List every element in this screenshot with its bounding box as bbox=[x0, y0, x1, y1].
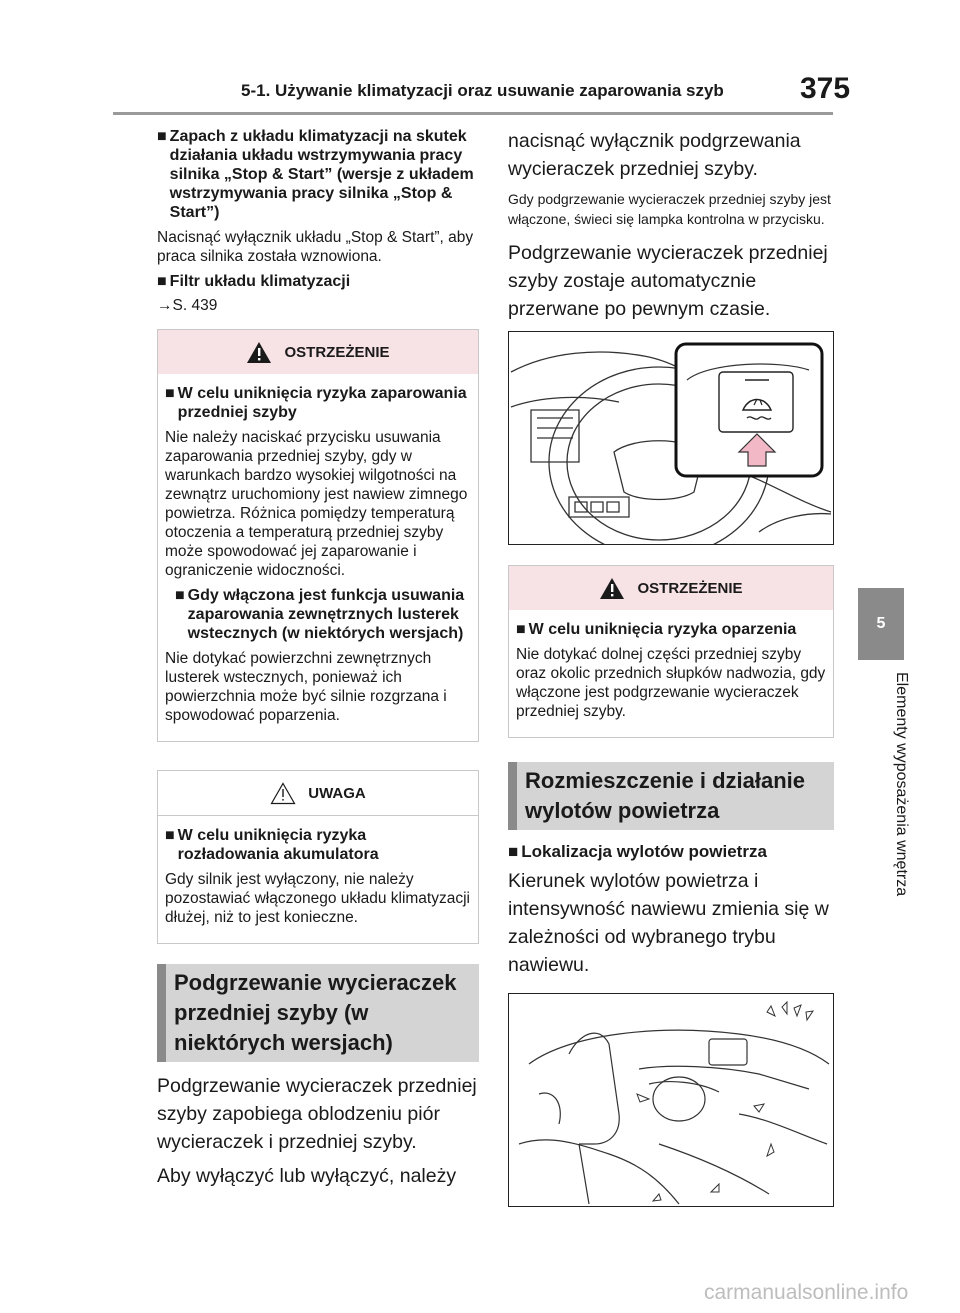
bullet-square-icon: ■ bbox=[508, 842, 519, 861]
caution-triangle-icon bbox=[270, 781, 296, 804]
vents-body: Kierunek wylotów powietrza i intensywnoś… bbox=[508, 870, 829, 976]
wiper-switch-illustration bbox=[508, 331, 834, 545]
bullet-square-icon: ■ bbox=[157, 273, 167, 290]
wiper-heater-body: Podgrzewanie wycieraczek przedniej szyby… bbox=[157, 1075, 477, 1153]
cabin-illustration bbox=[518, 1000, 830, 1205]
warning-header: OSTRZEŻENIE bbox=[158, 330, 478, 374]
warning-box-fogging: OSTRZEŻENIE ■ W celu uniknięcia ryzyka z… bbox=[157, 329, 479, 742]
bullet-square-icon: ■ bbox=[516, 621, 526, 638]
vents-section-heading: Rozmieszczenie i działanie wylotów powie… bbox=[508, 762, 834, 830]
wiper-heater-auto-off: Podgrzewanie wycieraczek przedniej szyby… bbox=[508, 242, 828, 320]
bullet-square-icon: ■ bbox=[165, 385, 175, 402]
wiper-heater-body-2: Aby wyłączyć lub wyłączyć, należy bbox=[157, 1165, 457, 1187]
caution-header: UWAGA bbox=[158, 771, 478, 815]
dashboard-illustration bbox=[510, 342, 832, 544]
warning-triangle-icon bbox=[600, 577, 625, 599]
watermark: carmanualsonline.info bbox=[704, 1281, 909, 1304]
smell-body: Nacisnąć wyłącznik układu „Stop & Start”… bbox=[157, 229, 474, 265]
smell-heading: ■ Zapach z układu klimatyzacji na skutek… bbox=[157, 128, 474, 221]
warning-box-burn: OSTRZEŻENIE ■ W celu uniknięcia ryzyka o… bbox=[508, 565, 834, 738]
warning-triangle-icon bbox=[247, 341, 272, 363]
warning-item-body: Nie należy naciskać przycisku usuwania z… bbox=[165, 429, 468, 579]
chapter-tab: 5 bbox=[858, 588, 904, 660]
section-title: 5-1. Używanie klimatyzacji oraz usuwanie… bbox=[241, 81, 724, 100]
air-vents-illustration bbox=[508, 993, 834, 1207]
caution-item-body: Gdy silnik jest wyłączony, nie należy po… bbox=[165, 871, 470, 926]
warning-item-heading: ■ W celu uniknięcia ryzyka zaparowania p… bbox=[165, 385, 467, 421]
chapter-title: Elementy wyposażenia wnętrza bbox=[893, 672, 910, 897]
right-column: nacisnąć wyłącznik podgrzewania wycierac… bbox=[508, 127, 834, 1207]
caution-item-heading: ■ W celu uniknięcia ryzyka rozładowania … bbox=[165, 827, 379, 863]
caution-box-battery: UWAGA ■ W celu uniknięcia ryzyka rozłado… bbox=[157, 770, 479, 944]
bullet-square-icon: ■ bbox=[157, 128, 167, 145]
page-number: 375 bbox=[800, 72, 851, 105]
warning-item-heading: ■ W celu uniknięcia ryzyka oparzenia bbox=[516, 621, 797, 638]
wiper-heater-body-cont: nacisnąć wyłącznik podgrzewania wycierac… bbox=[508, 130, 801, 180]
wiper-heater-note: Gdy podgrzewanie wycieraczek przedniej s… bbox=[508, 191, 831, 227]
vents-location-heading: ■ Lokalizacja wylotów powietrza bbox=[508, 842, 767, 861]
filter-page-ref: →S. 439 bbox=[157, 297, 218, 314]
filter-heading: ■ Filtr układu klimatyzacji bbox=[157, 273, 351, 290]
warning-header: OSTRZEŻENIE bbox=[509, 566, 833, 610]
left-column: ■ Zapach z układu klimatyzacji na skutek… bbox=[157, 127, 479, 1196]
bullet-square-icon: ■ bbox=[175, 587, 185, 604]
warning-item-body: Nie dotykać dolnej części przedniej szyb… bbox=[516, 646, 826, 720]
header-divider bbox=[113, 112, 833, 115]
warning-item-body: Nie dotykać powierzchni zewnętrznych lus… bbox=[165, 650, 447, 724]
bullet-square-icon: ■ bbox=[165, 827, 175, 844]
wiper-heater-section-heading: Podgrzewanie wycieraczek przedniej szyby… bbox=[157, 964, 479, 1062]
warning-item-heading: ■ Gdy włączona jest funkcja usuwania zap… bbox=[175, 587, 465, 642]
